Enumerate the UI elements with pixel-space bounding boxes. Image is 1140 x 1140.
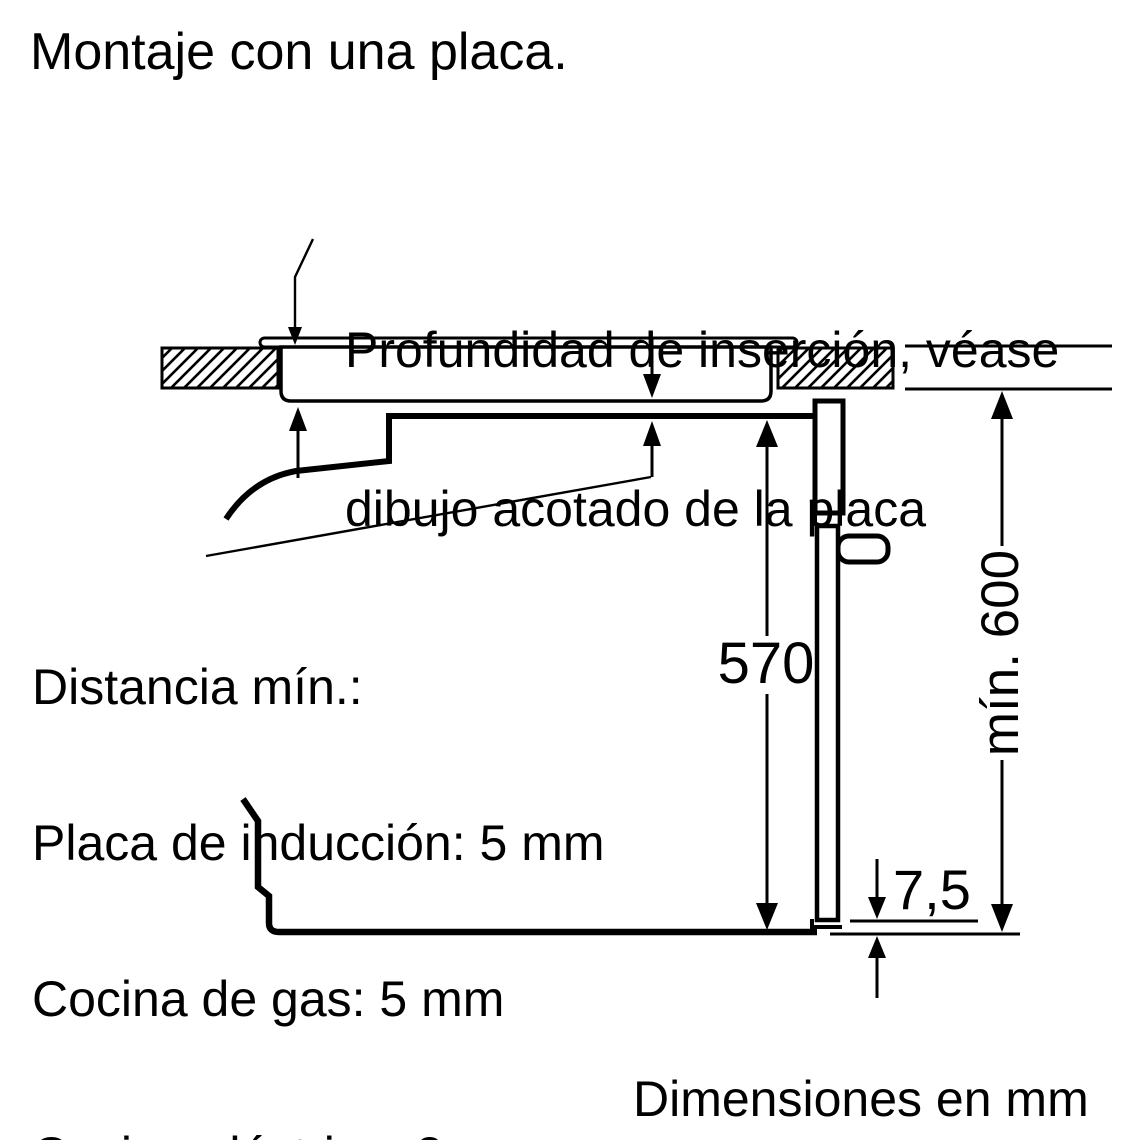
dim-label-7-5: 7,5 <box>893 858 971 921</box>
insertion-annotation-arrowhead <box>288 327 302 345</box>
dim-label-min-600: mín. 600 <box>971 549 1030 757</box>
dim-label-570: 570 <box>717 631 815 696</box>
insertion-depth-arrowhead <box>643 374 661 398</box>
insertion-depth-callout-line1: Profundidad de inserción, véase <box>345 322 1060 378</box>
min-distance-item-gas: Cocina de gas: 5 mm <box>32 971 505 1027</box>
oven-fascia-panel <box>812 398 846 516</box>
worktop-hatch-left <box>160 346 280 390</box>
dim-75-arrowhead-down <box>868 897 886 919</box>
dim-570-arrowhead-bottom <box>756 903 778 930</box>
oven-top-outline <box>223 413 816 521</box>
insertion-depth-callout: Profundidad de inserción, véase dibujo a… <box>345 218 1059 642</box>
min-distance-heading: Distancia mín.: <box>32 659 363 715</box>
door-bottom-step <box>810 919 842 929</box>
min-distance-callout: Distancia mín.: Placa de inducción: 5 mm… <box>32 557 605 1140</box>
clearance-arrow-right-head <box>643 421 661 446</box>
units-note: Dimensiones en mm <box>633 1071 1089 1127</box>
dim-600-arrowhead-bottom <box>991 904 1013 932</box>
clearance-arrow-left-head <box>289 407 307 431</box>
page-title: Montaje con una placa. <box>30 23 568 81</box>
insertion-depth-callout-line2: dibujo acotado de la placa <box>345 481 927 537</box>
dim-600-arrowhead-top <box>991 391 1013 419</box>
insertion-annotation-leader <box>293 238 315 328</box>
dim-75-arrowhead-up <box>868 936 886 958</box>
min-distance-leader <box>205 475 652 558</box>
oven-bottom-outline <box>240 797 817 936</box>
min-distance-item-electric: Cocina eléctrica: 2 mm <box>32 1129 605 1140</box>
worktop-hatch-right <box>776 346 895 390</box>
dim-570-arrowhead-top <box>756 420 778 447</box>
min-distance-item-induction: Placa de inducción: 5 mm <box>32 815 605 871</box>
oven-door <box>814 523 841 923</box>
